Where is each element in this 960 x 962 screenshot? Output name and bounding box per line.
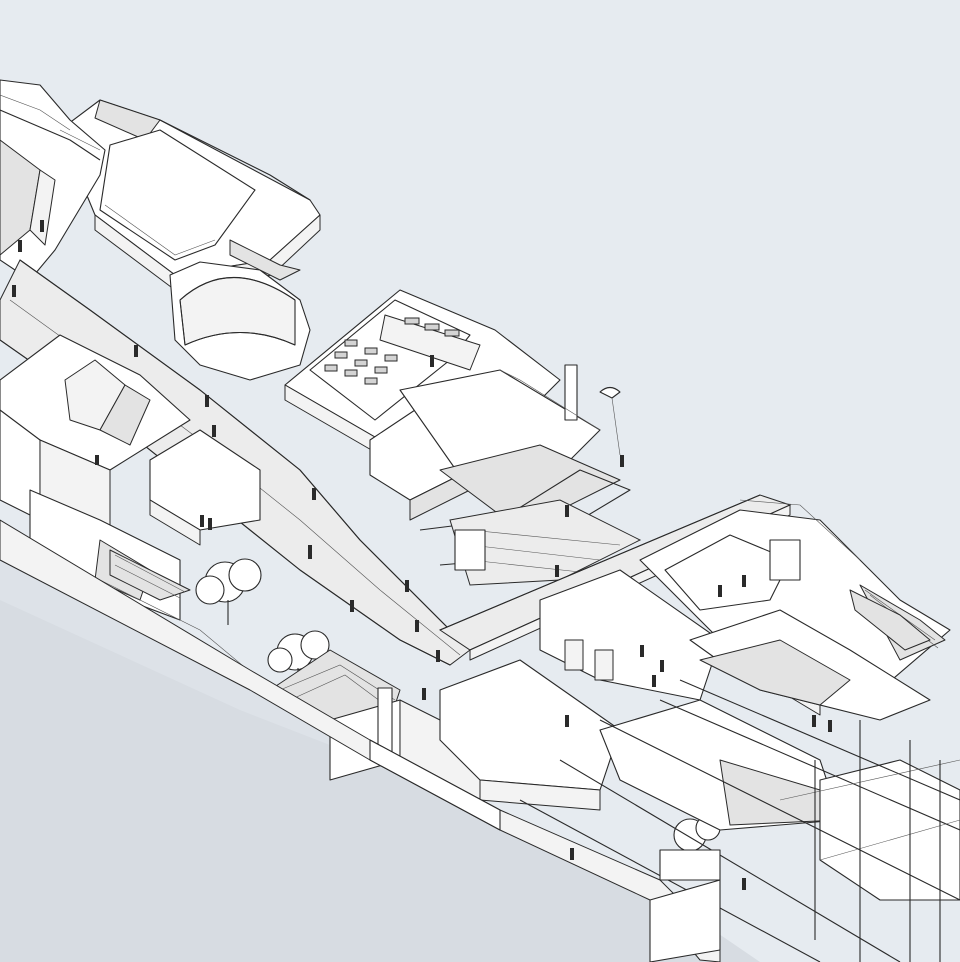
ground-shadow bbox=[0, 560, 760, 962]
right-lower-structure bbox=[439, 569, 960, 962]
base-slab bbox=[0, 519, 721, 962]
upper-left-deck bbox=[0, 79, 106, 281]
escalators bbox=[109, 239, 931, 651]
tree-1 bbox=[195, 558, 262, 625]
curved-auditorium bbox=[169, 261, 311, 381]
kite bbox=[599, 386, 621, 456]
gym-block bbox=[59, 99, 321, 291]
central-terrace bbox=[399, 364, 642, 586]
tree-2 bbox=[267, 630, 330, 690]
railings bbox=[59, 129, 861, 561]
people bbox=[12, 220, 832, 890]
desk-grid bbox=[324, 317, 460, 385]
